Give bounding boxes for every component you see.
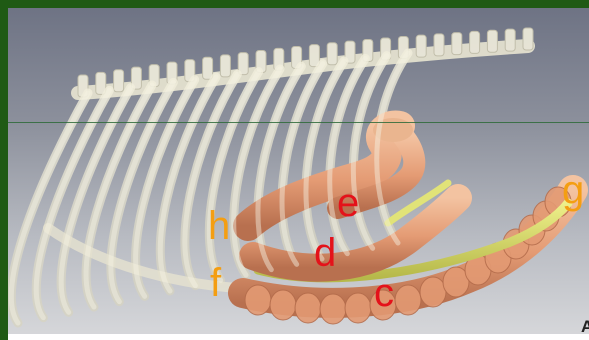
label-h: h xyxy=(208,206,230,246)
vertebra xyxy=(220,55,230,77)
vertebra xyxy=(434,34,444,56)
vertebra xyxy=(487,30,497,52)
anatomy-illustration xyxy=(8,8,589,336)
vertebra xyxy=(416,35,426,57)
vertebra xyxy=(505,29,515,51)
anatomy-render: e d c h f g A xyxy=(8,8,589,336)
label-d: d xyxy=(314,233,336,273)
caption-strip xyxy=(8,334,589,340)
label-e: e xyxy=(337,183,359,223)
horizontal-guide-line xyxy=(8,122,589,123)
colon-segment xyxy=(395,285,421,315)
vertebra xyxy=(327,43,337,65)
vertebra xyxy=(203,57,213,79)
label-f: f xyxy=(210,263,221,303)
colon-segment xyxy=(270,290,296,320)
vertebra xyxy=(470,31,480,53)
label-c: c xyxy=(374,273,394,313)
vertebra xyxy=(452,33,462,55)
colon-segment xyxy=(245,285,271,315)
colon-segment xyxy=(295,293,321,323)
vertebra xyxy=(523,28,533,50)
colon-segment xyxy=(420,277,446,307)
colon-segment xyxy=(320,294,346,324)
label-g: g xyxy=(562,170,584,210)
colon-segment xyxy=(345,293,371,323)
vertebra xyxy=(114,70,124,92)
